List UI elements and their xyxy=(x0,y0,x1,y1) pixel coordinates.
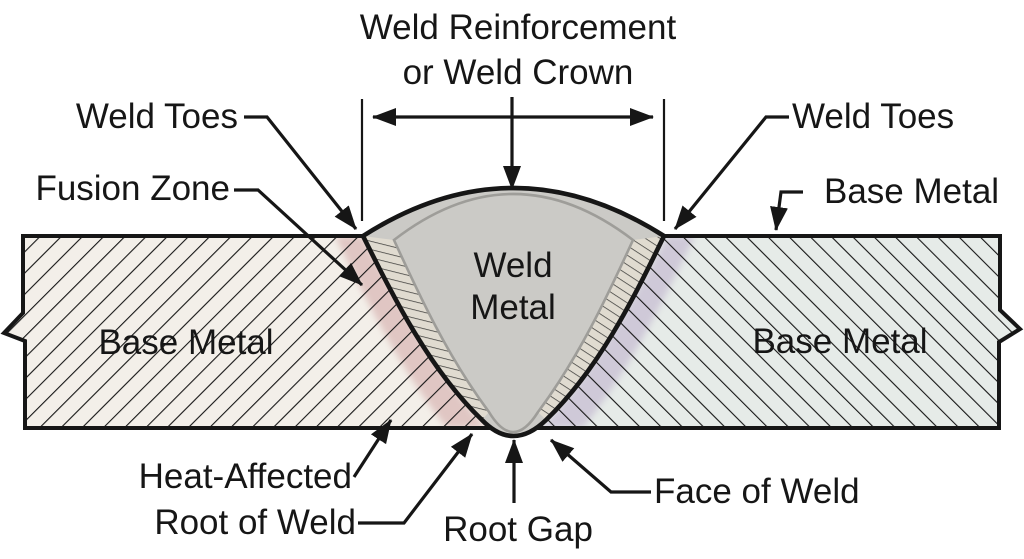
fusion-zone-band-left xyxy=(363,236,489,420)
weld-toes-left-arrow xyxy=(244,115,358,230)
heat-affected-label: Heat-Affected xyxy=(138,457,352,496)
base-metal-right-label: Base Metal xyxy=(752,322,928,361)
fusion-zone-arrow xyxy=(234,188,364,287)
dimension-lines xyxy=(360,97,666,221)
base-metal-right-arrow xyxy=(770,190,803,231)
weld-metal-line-2: Metal xyxy=(470,288,556,327)
weld-bead-outline xyxy=(360,185,667,439)
face-of-weld-label: Face of Weld xyxy=(654,472,860,511)
fusion-zone-band-right xyxy=(538,236,664,420)
weld-metal-label: Weld Metal xyxy=(413,245,613,329)
root-gap-label: Root Gap xyxy=(443,510,593,549)
fusion-zone-label: Fusion Zone xyxy=(35,169,230,208)
weld-toes-right-label: Weld Toes xyxy=(792,97,955,136)
weld-metal-line-1: Weld xyxy=(473,246,553,285)
face-of-weld-arrow xyxy=(549,438,651,494)
title-line-2: or Weld Crown xyxy=(402,53,634,92)
heat-affected-arrow xyxy=(352,419,393,478)
title-line-1: Weld Reinforcement xyxy=(359,8,677,47)
leader-arrows xyxy=(234,115,803,525)
base-plate-right-outline xyxy=(511,234,1024,430)
weld-metal-core xyxy=(392,192,635,434)
diagram-title: Weld Reinforcement or Weld Crown xyxy=(338,5,698,95)
weld-toes-right-arrow xyxy=(673,115,789,231)
weld-toes-left-label: Weld Toes xyxy=(75,97,238,136)
root-of-weld-label: Root of Weld xyxy=(154,503,356,542)
root-of-weld-arrow xyxy=(358,433,474,525)
base-metal-right-callout-label: Base Metal xyxy=(824,172,1000,211)
base-metal-left-label: Base Metal xyxy=(98,323,274,362)
